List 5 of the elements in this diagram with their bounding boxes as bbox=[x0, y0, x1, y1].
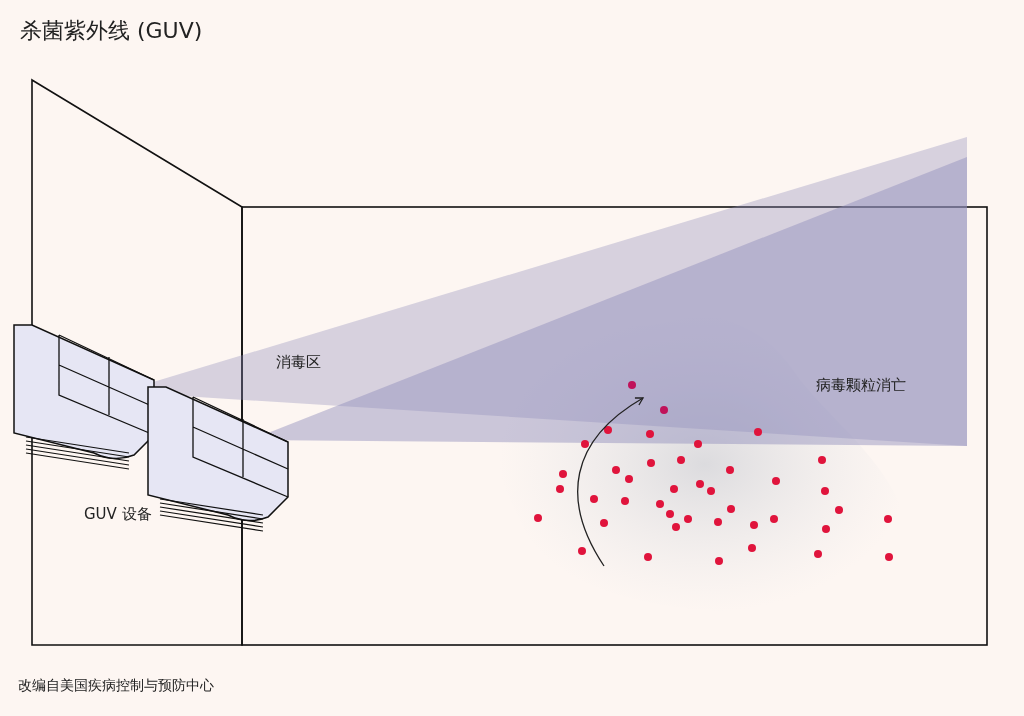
title: 杀菌紫外线 (GUV) bbox=[20, 17, 203, 45]
zone-label: 消毒区 bbox=[276, 353, 321, 372]
device-label: GUV 设备 bbox=[84, 505, 152, 524]
source-note: 改编自美国疾病控制与预防中心 bbox=[18, 677, 214, 695]
zone-label: 病毒颗粒消亡 bbox=[816, 376, 906, 395]
